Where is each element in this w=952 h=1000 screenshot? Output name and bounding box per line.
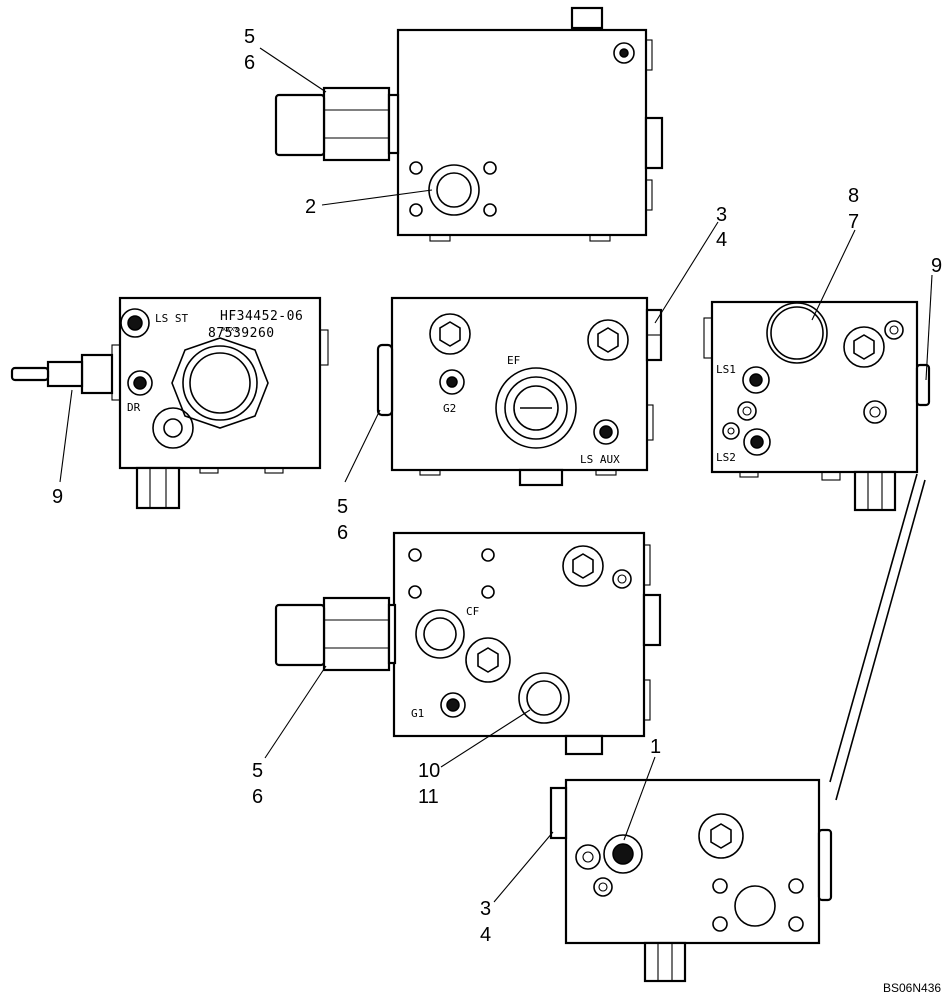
center-valve-block	[376, 296, 663, 487]
callout-6-lower: 6	[252, 786, 263, 808]
callout-9-left: 9	[52, 486, 63, 508]
callout-10: 10	[418, 760, 440, 782]
callout-4-bottom: 4	[480, 924, 491, 946]
port-label-ls-st: LS ST	[155, 312, 188, 325]
callout-5-top: 5	[244, 26, 255, 48]
part-stamp: HF34452-06 xxxx 87539260	[208, 309, 303, 341]
callout-6-center: 6	[337, 522, 348, 544]
callout-5-center: 5	[337, 496, 348, 518]
port-label-dr: DR	[127, 401, 141, 414]
callout-3-center: 3	[716, 204, 727, 226]
port-label-ls-aux: LS AUX	[580, 453, 620, 466]
lower-valve-block	[274, 531, 662, 756]
callout-11: 11	[418, 786, 439, 808]
callout-5-lower: 5	[252, 760, 263, 782]
port-label-ef: EF	[507, 354, 520, 367]
stamp-serial: 87539260	[208, 326, 275, 341]
bottom-right-valve-block	[549, 778, 833, 983]
port-label-ls2: LS2	[716, 451, 736, 464]
callout-8: 8	[848, 185, 859, 207]
stamp-marks: xxxx	[222, 325, 239, 333]
port-label-cf: CF	[466, 605, 479, 618]
callout-numbers: 5 6 2 3 4 8 7 9 9 5 6 5 6 10 11 1 3 4	[52, 26, 942, 946]
port-label-g2: G2	[443, 402, 456, 415]
callout-6-top: 6	[244, 52, 255, 74]
top-valve-block	[274, 6, 664, 242]
callout-7: 7	[848, 211, 859, 233]
stamp-part-number: HF34452-06	[220, 309, 303, 324]
callout-2: 2	[305, 196, 316, 218]
callout-9-right: 9	[931, 255, 942, 277]
left-valve-block	[10, 296, 329, 510]
port-labels: LS ST DR EF G2 LS AUX LS1 LS2 CF G1	[127, 312, 736, 720]
callout-1: 1	[650, 736, 661, 758]
port-label-g1: G1	[411, 707, 424, 720]
drawing-reference: BS06N436	[883, 981, 941, 995]
right-valve-block	[703, 300, 931, 512]
leader-lines	[59, 47, 933, 903]
callout-4-center: 4	[716, 229, 727, 251]
callout-3-bottom: 3	[480, 898, 491, 920]
port-label-ls1: LS1	[716, 363, 736, 376]
